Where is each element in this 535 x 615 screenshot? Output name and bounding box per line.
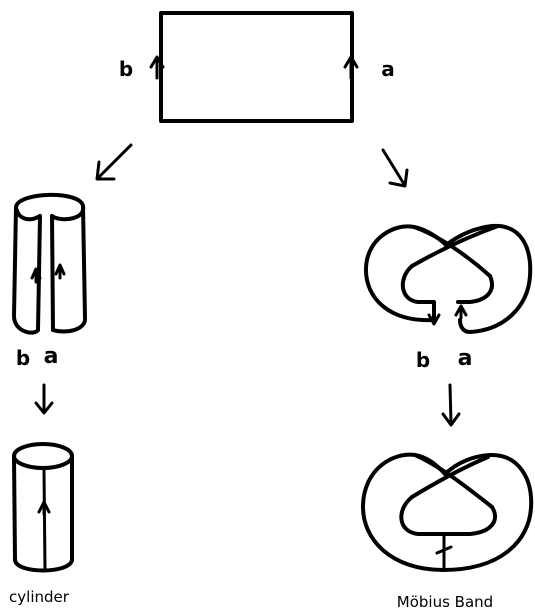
arrow-down-mobius xyxy=(441,383,461,427)
mobius-label-b: b xyxy=(416,348,430,372)
cylinder-bending-figure xyxy=(12,192,87,335)
arrow-down-cylinder xyxy=(34,383,54,415)
mobius-twisting-figure xyxy=(363,223,533,334)
mobius-caption: Möbius Band xyxy=(397,593,493,611)
cylinder-caption: cylinder xyxy=(9,588,70,606)
square-outline xyxy=(159,11,354,123)
square-label-a: a xyxy=(381,57,395,81)
cylinder-figure xyxy=(12,442,74,573)
identification-square xyxy=(159,11,354,123)
cylinder-label-a: a xyxy=(44,344,59,369)
square-label-b: b xyxy=(119,57,133,81)
mobius-band-figure xyxy=(360,452,534,572)
right-edge-arrow xyxy=(343,55,359,80)
mobius-label-a: a xyxy=(458,346,473,371)
cylinder-label-b: b xyxy=(16,346,30,370)
left-edge-arrow xyxy=(149,55,165,80)
arrow-to-cylinder xyxy=(95,143,133,181)
arrow-to-mobius xyxy=(381,148,409,188)
